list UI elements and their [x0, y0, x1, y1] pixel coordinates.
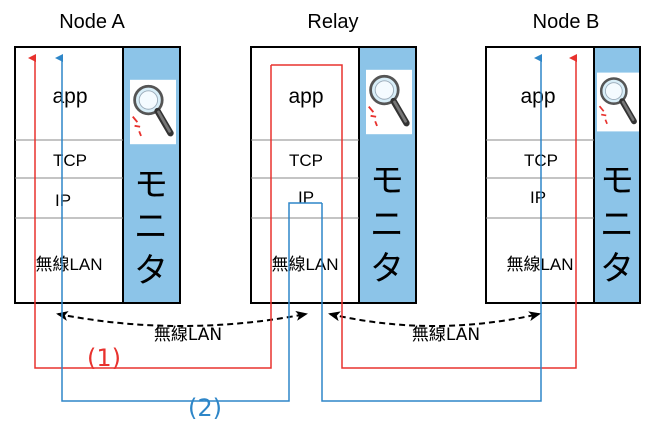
relay-protocol-stack [250, 46, 360, 304]
path-2-relay-to-b [321, 54, 542, 402]
relay-ip-label: IP [298, 188, 314, 207]
node-b-title: Node B [533, 11, 600, 33]
node-b-wlan-label: 無線LAN [506, 255, 573, 274]
relay-monitor-char: ニ [370, 205, 404, 245]
node-a-ip-label: IP [55, 191, 71, 210]
magnifier-icon [597, 73, 639, 132]
wireless-link-left-label: 無線LAN [154, 325, 222, 345]
relay-wlan-label: 無線LAN [271, 255, 338, 274]
relay-tcp-label: TCP [289, 151, 323, 170]
node-b-app-label: app [520, 85, 555, 108]
node-a-wlan-label: 無線LAN [35, 255, 102, 274]
path-1-label: (1) [87, 344, 121, 372]
node-b-monitor-char: タ [600, 249, 634, 289]
wireless-link-right [328, 311, 541, 327]
node-a-protocol-stack [14, 46, 124, 304]
magnifier-icon [366, 70, 412, 134]
node-b-ip-label: IP [530, 188, 546, 207]
node-a-tcp-label: TCP [53, 151, 87, 170]
wireless-link-right-label: 無線LAN [412, 325, 480, 345]
path-1-relay-to-a [28, 54, 272, 369]
relay-stack: app TCP IP 無線LAN モ ニ タ [250, 46, 417, 304]
node-a-app-label: app [52, 85, 87, 108]
node-b-monitor-char: ニ [600, 205, 634, 245]
path-1-relay-to-b [271, 54, 577, 369]
path-2-label: (2) [188, 394, 222, 422]
node-b-monitor-char: モ [600, 161, 634, 201]
node-a-stack: app TCP IP 無線LAN モ ニ タ [14, 46, 181, 304]
magnifier-icon [130, 80, 176, 144]
relay-monitor-char: モ [370, 161, 404, 201]
node-a-monitor-char: ニ [134, 207, 168, 247]
node-a-monitor-char: モ [134, 165, 168, 205]
relay-monitor-char: タ [370, 249, 404, 289]
relay-app-label: app [288, 85, 323, 108]
wireless-link-left [56, 310, 308, 327]
node-a-title: Node A [59, 11, 125, 33]
path-2-relay-to-a [55, 54, 322, 402]
node-a-monitor-char: タ [134, 251, 168, 291]
node-b-stack: app TCP IP 無線LAN モ ニ タ [485, 46, 641, 304]
relay-title: Relay [307, 11, 358, 33]
